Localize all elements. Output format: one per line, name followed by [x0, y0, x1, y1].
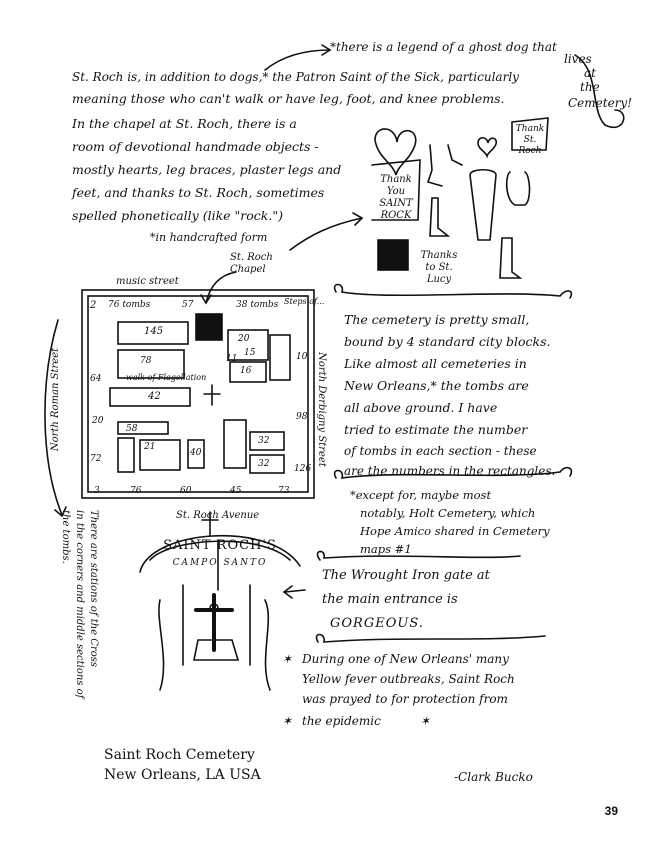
gate-sub-text: CAMPO SANTO [172, 558, 268, 568]
except-line-3: Hope Amico shared in Cemetery [360, 524, 550, 538]
divider-2 [333, 466, 573, 479]
map-outline [81, 289, 315, 499]
signature: -Clark Bucko [454, 770, 533, 784]
north-roman-label: North Roman Street [50, 347, 62, 452]
gate-sign-text: SAINT ROCH'S [163, 538, 277, 553]
block-32a: 32 [258, 436, 270, 446]
gate-arch [139, 534, 301, 573]
cross-line-1: There are stations of the Cross [88, 510, 99, 668]
block-58: 58 [126, 424, 138, 434]
bottom-row-3: 60 [180, 486, 192, 496]
cross-stations-note: There are stations of the Cross in the c… [58, 510, 100, 710]
divider-1 [333, 283, 573, 299]
cem-line-2: bound by 4 standard city blocks. [344, 334, 551, 349]
music-street-label: music street [116, 276, 179, 287]
cem-line-6: tried to estimate the number [344, 422, 528, 437]
top-row-1: 76 tombs [108, 300, 151, 310]
intro-line-6: feet, and thanks to St. Roch, sometimes [72, 185, 325, 200]
thanks-st-lucy-label: Thanks to St. Lucy [420, 250, 458, 285]
star-icon: ✶ [420, 714, 431, 728]
intro-line-2: meaning those who can't walk or have leg… [72, 91, 505, 106]
page-number: 39 [604, 804, 618, 818]
left-col-4: 72 [90, 454, 102, 464]
gate-line-1: The Wrought Iron gate at [322, 568, 490, 583]
left-col-3: 20 [92, 416, 104, 426]
right-col-2: 98 [296, 412, 308, 422]
block-15: 15 [244, 348, 256, 358]
gate-line-3: GORGEOUS. [330, 616, 424, 631]
intro-line-4: room of devotional handmade objects - [72, 139, 319, 154]
ghost-note-at: at [584, 66, 596, 80]
intro-footnote: *in handcrafted form [150, 231, 268, 244]
intro-line-3: In the chapel at St. Roch, there is a [72, 116, 297, 131]
block-40: 40 [190, 448, 202, 458]
bottom-row-4: 45 [230, 486, 242, 496]
cross-line-2: in the corners and middle sections of [74, 510, 85, 699]
epidemic-line-1: During one of New Orleans' many [302, 652, 509, 666]
epidemic-line-2: Yellow fever outbreaks, Saint Roch [302, 672, 515, 686]
intro-line-7: spelled phonetically (like "rock.") [72, 208, 283, 223]
top-row-4: Steps of... [284, 297, 325, 306]
location-line-1: Saint Roch Cemetery [104, 747, 255, 763]
epidemic-line-4: the epidemic [302, 714, 381, 728]
st-roch-avenue-label: St. Roch Avenue [176, 510, 260, 521]
except-line-2: notably, Holt Cemetery, which [360, 506, 536, 520]
cem-line-3: Like almost all cemeteries in [344, 356, 527, 371]
cem-line-1: The cemetery is pretty small, [344, 312, 530, 327]
divider-3 [316, 550, 521, 561]
right-col-1: 10 [296, 352, 308, 362]
block-32b: 32 [258, 459, 270, 469]
ghost-note-the: the [580, 80, 600, 94]
cem-line-8: are the numbers in the rectangles. [344, 464, 556, 478]
left-col-2: 64 [90, 374, 102, 384]
black-heart-box [377, 239, 409, 271]
cem-line-4: New Orleans,* the tombs are [344, 378, 529, 393]
star-icon: ✶ [282, 652, 293, 666]
offerings-arrow [289, 217, 363, 251]
bottom-row-5: 73 [278, 486, 290, 496]
ghost-note-lives: lives [564, 52, 592, 66]
north-derbigny-label: North Derbigny Street [315, 352, 327, 467]
heart-drawing [374, 128, 417, 176]
gate-line-2: the main entrance is [322, 592, 458, 607]
block-145: 145 [144, 326, 164, 337]
right-col-3: 126 [294, 464, 312, 474]
block-42: 42 [148, 391, 161, 402]
left-col-1: 2 [90, 300, 97, 311]
walk-label: walk of Flagellation [126, 373, 207, 382]
block-11: 11 [226, 354, 238, 364]
top-row-2: 57 [182, 300, 194, 310]
thank-sign [511, 117, 549, 151]
top-row-3: 38 tombs [236, 300, 279, 310]
except-line-1: *except for, maybe most [350, 488, 492, 502]
cem-line-5: all above ground. I have [344, 400, 498, 415]
ghost-note-arrow [264, 49, 331, 71]
curl-line [574, 54, 625, 129]
thank-you-label: Thank You SAINT ROCK [379, 174, 413, 221]
bottom-row-2: 76 [130, 486, 142, 496]
divider-4 [315, 633, 546, 643]
block-78: 78 [140, 356, 152, 366]
cross-line-3: the tombs. [60, 510, 71, 564]
bottom-row-1: 3 [94, 486, 100, 496]
thank-st-roch-label: Thank St. Roch [515, 124, 545, 156]
block-20: 20 [238, 334, 250, 344]
block-16: 16 [240, 366, 252, 376]
leg-brace-drawing [469, 168, 497, 241]
cem-line-7: of tombs in each section - these [344, 444, 537, 458]
chapel-label: St. Roch Chapel [230, 252, 273, 275]
epidemic-line-3: was prayed to for protection from [302, 692, 508, 706]
block-21: 21 [144, 442, 156, 452]
intro-line-5: mostly hearts, leg braces, plaster legs … [72, 162, 342, 177]
star-icon: ✶ [282, 714, 293, 728]
ghost-note-line-1: *there is a legend of a ghost dog that [330, 40, 557, 54]
ghost-note-cemetery: Cemetery! [568, 96, 633, 110]
location-line-2: New Orleans, LA USA [104, 767, 261, 783]
except-line-4: maps #1 [360, 542, 412, 556]
intro-line-1: St. Roch is, in addition to dogs,* the P… [72, 70, 519, 84]
